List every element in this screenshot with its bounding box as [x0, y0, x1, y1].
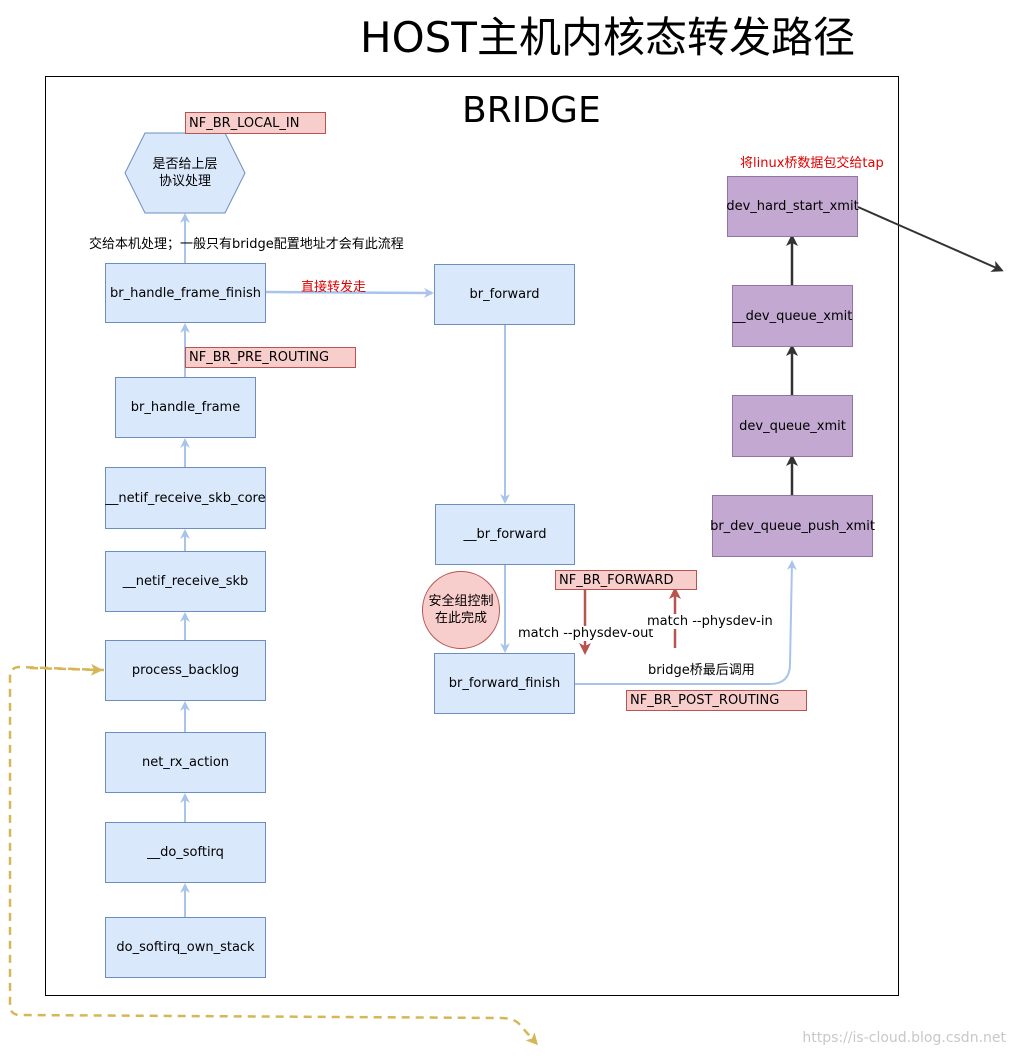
- physdev-out-label: match --physdev-out: [518, 626, 654, 641]
- node-br-forward: br_forward: [434, 264, 575, 325]
- dashed-entry-arrow: [8, 665, 538, 1046]
- diagram-title: HOST主机内核态转发路径: [360, 13, 855, 62]
- node-br-forward-finish: br_forward_finish: [434, 653, 575, 714]
- watermark: https://is-cloud.blog.csdn.net: [802, 1030, 1006, 1046]
- edge-finish-to-br-forward: [265, 287, 434, 298]
- hexagon-line-1: 是否给上层: [152, 157, 218, 172]
- bridge-title: BRIDGE: [462, 90, 601, 131]
- node-dev-queue-xmit: dev_queue_xmit: [732, 395, 853, 457]
- node-__br-forward: __br_forward: [435, 504, 575, 565]
- physdev-in-label: match --physdev-in: [647, 614, 773, 629]
- node-br-handle-frame-finish: br_handle_frame_finish: [105, 263, 266, 323]
- node-dev-hard-start-xmit: dev_hard_start_xmit: [726, 176, 859, 237]
- hook-pre-routing: NF_BR_PRE_ROUTING: [185, 347, 356, 368]
- node-netif-receive-skb: __netif_receive_skb: [105, 551, 266, 612]
- node-process-backlog: process_backlog: [105, 640, 266, 701]
- edge-hard-start-out: [857, 206, 1004, 272]
- node-do-softirq-own-stack: do_softirq_own_stack: [105, 917, 266, 978]
- edge-finish-to-push-xmit: [575, 560, 797, 685]
- hexagon-line-2: 协议处理: [158, 174, 211, 189]
- dashed-entry-arrowhead: [29, 663, 103, 676]
- node-do-softirq: __do_softirq: [105, 822, 266, 883]
- circle-line-2: 在此完成: [434, 611, 487, 626]
- node-net-rx-action: net_rx_action: [105, 732, 266, 793]
- last-call-label: bridge桥最后调用: [648, 663, 755, 678]
- tap-note-label: 将linux桥数据包交给tap: [740, 156, 884, 171]
- local-deliver-label: 交给本机处理；一般只有bridge配置地址才会有此流程: [89, 237, 404, 252]
- bridge-frame: [45, 76, 899, 996]
- hook-post-routing: NF_BR_POST_ROUTING: [626, 690, 807, 711]
- node-br-dev-queue-push-xmit: br_dev_queue_push_xmit: [710, 495, 875, 557]
- hook-local-in: NF_BR_LOCAL_IN: [185, 112, 326, 134]
- security-group-circle: 安全组控制 在此完成: [422, 571, 500, 649]
- node-__dev-queue-xmit: __dev_queue_xmit: [732, 285, 853, 347]
- node-br-handle-frame: br_handle_frame: [115, 377, 256, 438]
- node-netif-receive-skb-core: __netif_receive_skb_core: [105, 467, 266, 529]
- direct-forward-label: 直接转发走: [301, 280, 367, 295]
- protocol-hexagon-label: 是否给上层 协议处理: [125, 156, 245, 190]
- circle-line-1: 安全组控制: [428, 594, 494, 609]
- hook-forward: NF_BR_FORWARD: [555, 570, 697, 590]
